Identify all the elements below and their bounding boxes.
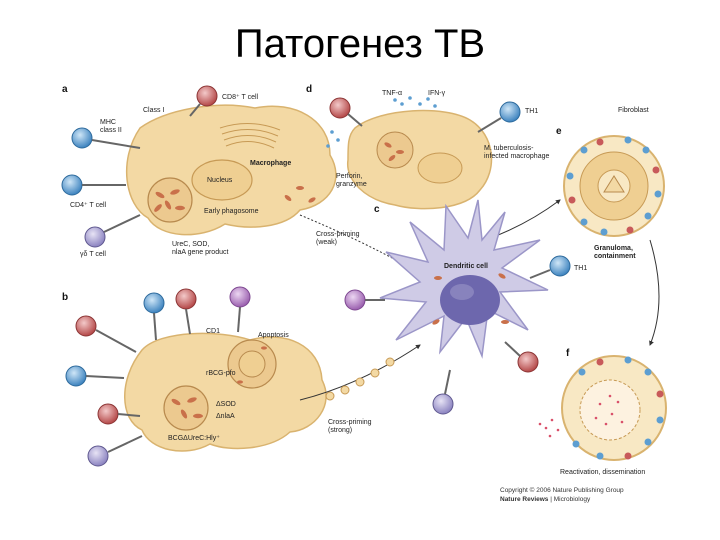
granuloma-f-core	[579, 379, 641, 441]
panel-e-letter: e	[556, 126, 562, 137]
label-th1-right: TH1	[574, 265, 587, 272]
panel-b-letter: b	[62, 292, 68, 303]
bacteria-a	[154, 186, 316, 212]
label-delta-nlaa: ΔnlaA	[216, 413, 235, 420]
label-nucleus: Nucleus	[207, 177, 233, 184]
label-rbcg-pfo: rBCG-pfo	[206, 370, 236, 377]
red-t-cell-dc	[504, 341, 539, 373]
nucleus-d	[417, 152, 463, 184]
label-asod: ΔSOD	[216, 401, 236, 408]
panel-c-letter: c	[374, 204, 380, 215]
t-cells-b	[65, 286, 251, 467]
label-tnf: TNF-α	[382, 90, 402, 97]
label-cd8-t-cell: CD8⁺ T cell	[222, 94, 259, 101]
granuloma-f-cells	[572, 356, 664, 460]
label-fibroblast: Fibroblast	[618, 107, 649, 114]
copyright-notice: Copyright © 2006 Nature Publishing Group…	[500, 486, 700, 504]
golgi-a	[219, 123, 281, 149]
panel-b: b CD1 Apoptosis	[62, 286, 421, 467]
bacteria-b	[171, 346, 267, 419]
gd-t-cell-a	[84, 214, 141, 248]
panel-a-letter: a	[62, 84, 68, 95]
panel-d-letter: d	[306, 84, 312, 95]
label-early-phagosome: Early phagosome	[204, 208, 259, 215]
label-reactivation: Reactivation, dissemination	[560, 469, 645, 476]
label-infected-macrophage: M. tuberculosis-infected macrophage	[484, 145, 549, 160]
label-cross-priming-weak: Cross-priming(weak)	[316, 231, 360, 246]
label-perforin: Perforin,granzyme	[336, 173, 367, 188]
panel-a: a	[61, 84, 406, 266]
label-dendritic-cell: Dendritic cell	[444, 263, 488, 270]
label-apoptosis: Apoptosis	[258, 332, 289, 339]
label-class-i: Class I	[143, 107, 164, 114]
dendritic-cell: Dendritic cell TH1	[344, 199, 587, 415]
th1-t-cell-d	[477, 101, 521, 133]
journal-section: | Microbiology	[548, 496, 591, 503]
copyright-line-1: Copyright © 2006 Nature Publishing Group	[500, 487, 624, 494]
lavender-t-cell-dc	[432, 369, 454, 415]
cd4-t-cell-a-bottom	[61, 174, 126, 196]
panel-e: e Fibroblast Granuloma,containment	[469, 107, 665, 346]
label-cd1: CD1	[206, 328, 220, 335]
phagosome-d	[376, 131, 414, 169]
slide-title: Патогенез TB	[234, 22, 486, 66]
panel-f-letter: f	[566, 348, 570, 359]
label-ifn: IFN-γ	[428, 90, 446, 97]
bacteria-dc	[432, 273, 509, 325]
copyright-line-2: Nature Reviews | Microbiology	[500, 495, 700, 504]
early-phagosome-a	[147, 177, 193, 223]
granuloma-cells	[566, 136, 662, 236]
label-th1-top: TH1	[525, 108, 538, 115]
infected-macrophage-d	[347, 109, 493, 210]
cd4-t-cell-a-top	[71, 127, 141, 149]
label-macrophage: Macrophage	[250, 160, 291, 167]
journal-name: Nature Reviews	[500, 496, 549, 503]
label-ure-sod: UreC, SOD,nlaA gene product	[172, 241, 228, 256]
label-cross-priming-strong: Cross-priming(strong)	[328, 419, 372, 434]
dendritic-nucleus	[440, 275, 500, 325]
phagosome-b	[163, 385, 209, 431]
cd8-t-cell-a	[189, 85, 218, 117]
th1-t-cell-dc	[529, 255, 571, 279]
cytokine-dots-d	[326, 96, 437, 148]
disseminating-bacteria	[538, 394, 624, 438]
label-cd4-t-cell: CD4⁺ T cell	[70, 202, 107, 209]
purple-t-cell-dc	[344, 289, 385, 311]
nucleus-a	[191, 159, 253, 201]
arrow-granuloma-to-f	[649, 239, 660, 346]
macrophage-b	[124, 332, 327, 452]
label-gd-t-cell: γδ T cell	[80, 251, 106, 258]
vesicle-train-b	[325, 357, 395, 401]
label-granuloma: Granuloma,containment	[594, 245, 636, 260]
bacteria-d	[384, 142, 404, 161]
label-bcg-ure: BCGΔUreC:Hly⁺	[168, 435, 220, 442]
cd8-t-cell-d	[329, 97, 363, 127]
panel-d: d TNF-α IFN-γ TH1 Perforin,granzyme M. t…	[306, 84, 549, 215]
core-triangle	[603, 175, 625, 193]
panel-f: f Reactivation, dissemination	[538, 348, 667, 476]
